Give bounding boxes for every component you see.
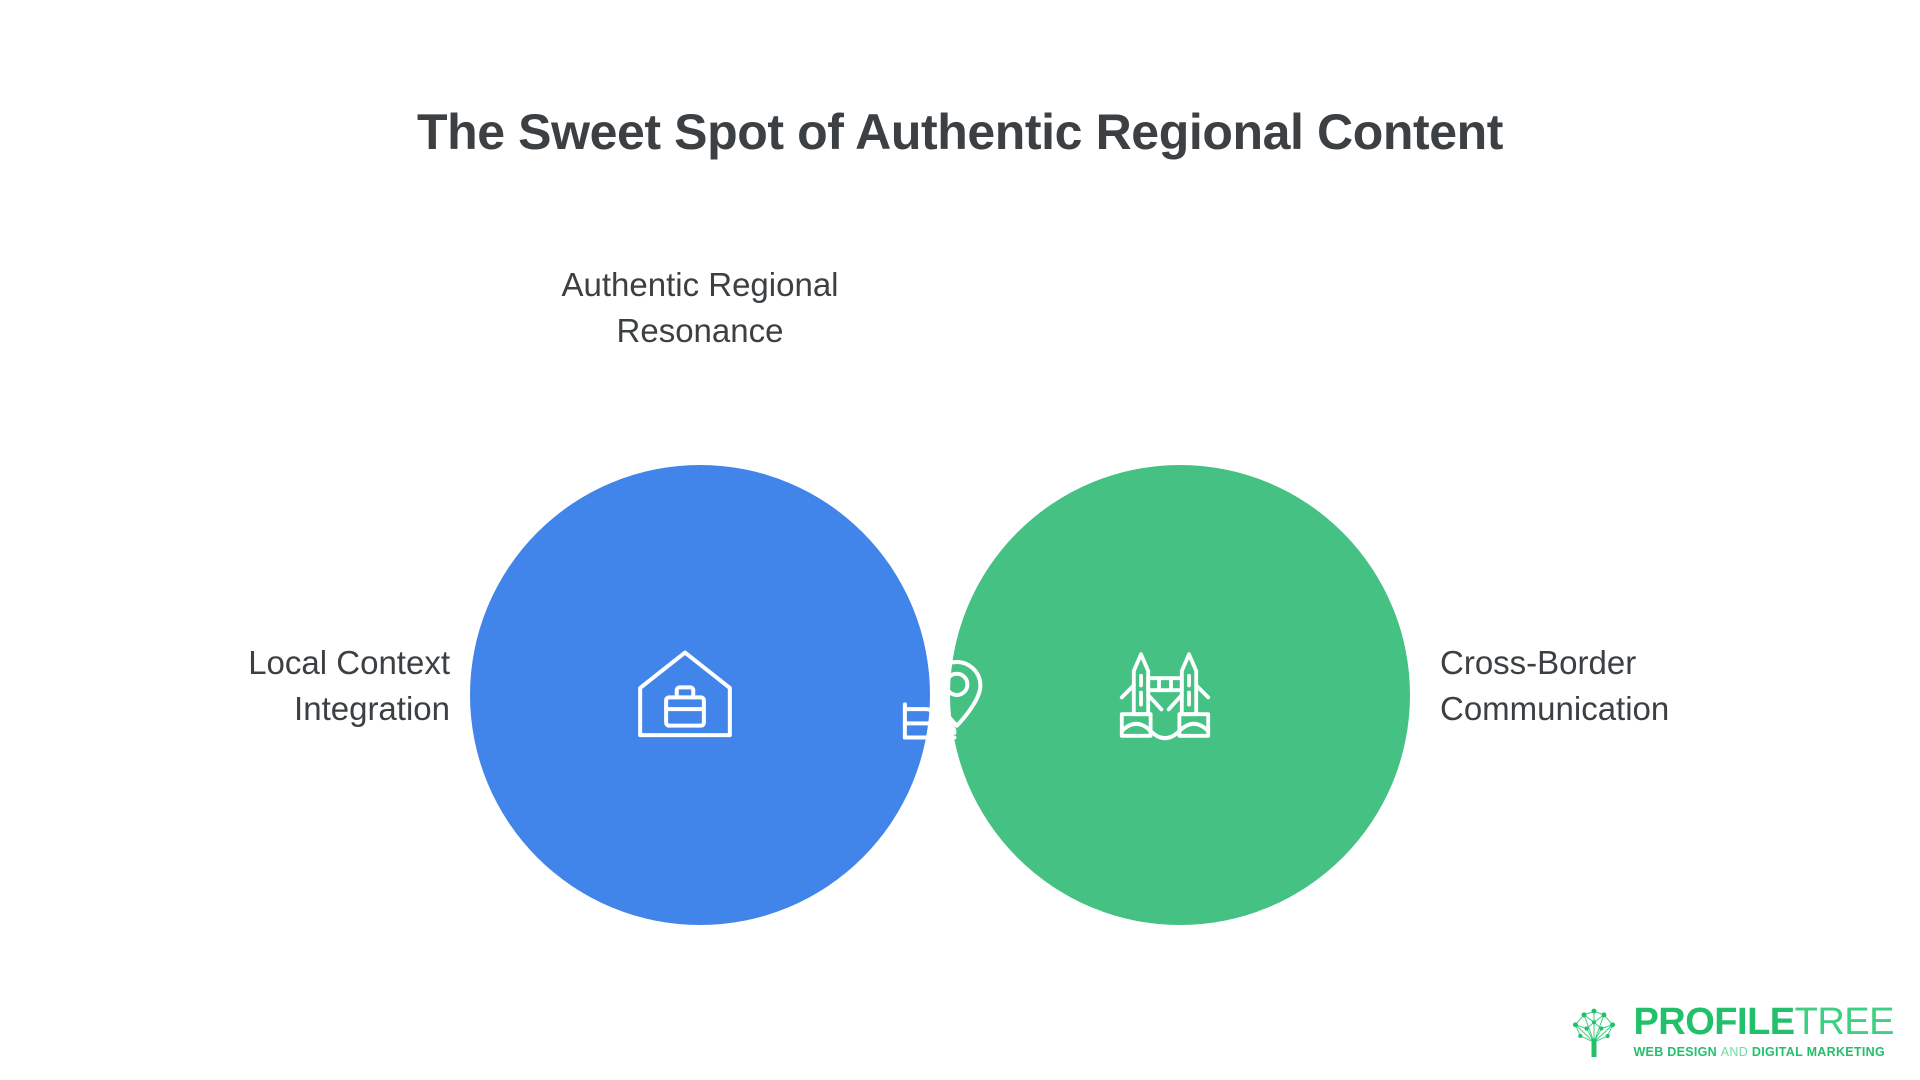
profiletree-logo: PROFILETREE WEB DESIGN AND DIGITAL MARKE… [1563,1000,1895,1062]
logo-tagline-and: AND [1720,1045,1749,1060]
logo-tagline-part1: WEB DESIGN [1633,1045,1718,1060]
logo-word-tree: TREE [1794,1001,1895,1044]
tower-bridge-icon [1100,630,1230,760]
left-circle-label-line1: Local Context [248,644,450,681]
logo-tagline: WEB DESIGN AND DIGITAL MARKETING [1633,1046,1885,1059]
logo-tagline-part3: DIGITAL MARKETING [1751,1045,1885,1060]
venn-circle-left [470,465,930,925]
logo-text: PROFILETREE WEB DESIGN AND DIGITAL MARKE… [1633,1003,1894,1059]
house-briefcase-icon [620,630,750,760]
right-circle-label-line2: Communication [1440,689,1670,727]
map-pin-location-icon [880,630,1010,760]
intersection-label-line2: Resonance [616,311,784,349]
logo-wordmark: PROFILETREE [1633,1003,1894,1041]
left-circle-label: Local Context Integration [20,640,450,731]
intersection-label: Authentic Regional Resonance [460,262,940,353]
right-circle-label: Cross-Border Communication [1440,640,1900,731]
network-tree-icon [1573,1008,1616,1058]
right-circle-label-line1: Cross-Border [1440,644,1637,681]
left-circle-label-line2: Integration [294,689,450,727]
intersection-label-line1: Authentic Regional [561,266,839,303]
logo-word-profile: PROFILE [1633,1001,1795,1044]
page-title: The Sweet Spot of Authentic Regional Con… [416,104,1504,160]
